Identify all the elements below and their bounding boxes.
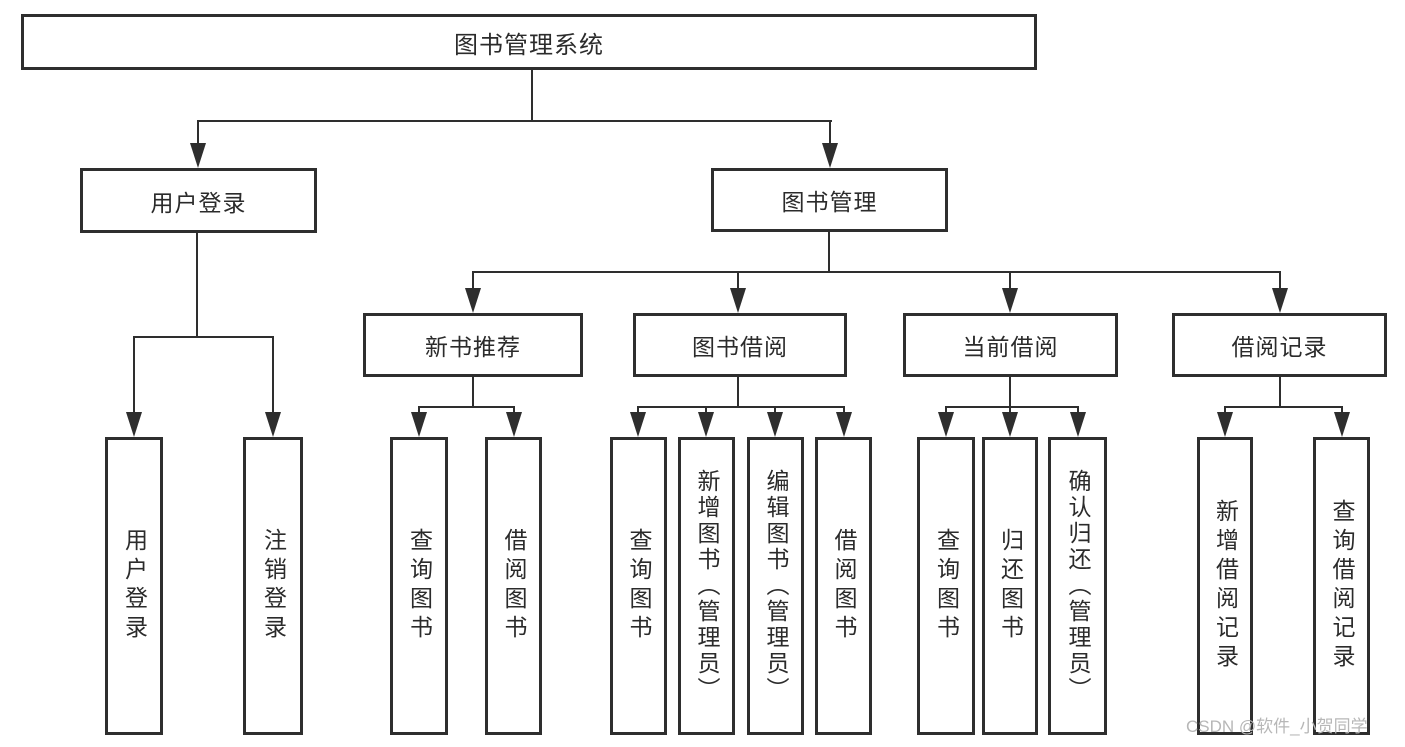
connector-line xyxy=(1224,406,1226,416)
csdn-watermark: CSDN @软件_小贺同学 xyxy=(1186,717,1368,736)
node-label: 借阅图书 xyxy=(501,528,527,644)
arrow-down-icon xyxy=(938,412,954,437)
node-label: 图书借阅 xyxy=(692,334,788,360)
node-label: 图书管理系统 xyxy=(454,31,604,59)
leaf-user-login: 用户登录 xyxy=(105,437,163,735)
arrow-down-icon xyxy=(411,412,427,437)
connector-line xyxy=(472,271,1281,273)
node-label: 借阅图书 xyxy=(831,528,857,644)
connector-line xyxy=(843,406,845,416)
node-current-borrowing: 当前借阅 xyxy=(903,313,1118,377)
connector-line xyxy=(774,406,776,416)
node-label: 查询图书 xyxy=(626,528,652,644)
connector-line xyxy=(513,406,515,416)
leaf-query-books-recommend: 查询图书 xyxy=(390,437,448,735)
leaf-borrow-books: 借阅图书 xyxy=(815,437,872,735)
connector-line xyxy=(531,70,533,122)
connector-line xyxy=(1009,406,1011,416)
arrow-down-icon xyxy=(126,412,142,437)
connector-line xyxy=(133,336,274,338)
connector-line xyxy=(418,406,515,408)
connector-line xyxy=(472,377,474,408)
arrow-down-icon xyxy=(836,412,852,437)
node-new-book-recommend: 新书推荐 xyxy=(363,313,583,377)
connector-line xyxy=(1279,377,1281,408)
node-label: 当前借阅 xyxy=(962,334,1059,360)
node-label: 查询图书 xyxy=(406,528,433,644)
connector-line xyxy=(196,233,198,338)
leaf-confirm-return-admin: 确认归还（管理员） xyxy=(1048,437,1107,735)
node-label: 用户登录 xyxy=(121,528,148,644)
node-label: 归还图书 xyxy=(997,528,1024,644)
arrow-down-icon xyxy=(1002,288,1018,313)
connector-line xyxy=(1224,406,1343,408)
connector-line xyxy=(272,336,274,416)
node-root-book-management-system: 图书管理系统 xyxy=(21,14,1037,70)
connector-line xyxy=(637,406,845,408)
node-label: 新增图书（管理员） xyxy=(694,469,720,703)
node-label: 查询图书 xyxy=(933,528,960,644)
arrow-down-icon xyxy=(822,143,838,168)
arrow-down-icon xyxy=(767,412,783,437)
arrow-down-icon xyxy=(190,143,206,168)
connector-line xyxy=(945,406,1079,408)
connector-line xyxy=(1009,271,1011,293)
node-label: 编辑图书（管理员） xyxy=(763,469,789,703)
node-label: 确认归还（管理员） xyxy=(1065,469,1091,703)
connector-line xyxy=(472,271,474,293)
connector-line xyxy=(1009,377,1011,408)
leaf-query-books-current: 查询图书 xyxy=(917,437,975,735)
node-borrowing-records: 借阅记录 xyxy=(1172,313,1387,377)
leaf-add-books-admin: 新增图书（管理员） xyxy=(678,437,735,735)
node-book-borrowing: 图书借阅 xyxy=(633,313,847,377)
leaf-add-borrow-record: 新增借阅记录 xyxy=(1197,437,1253,735)
leaf-borrow-books-recommend: 借阅图书 xyxy=(485,437,542,735)
leaf-return-books: 归还图书 xyxy=(982,437,1038,735)
arrow-down-icon xyxy=(1272,288,1288,313)
node-user-login: 用户登录 xyxy=(80,168,317,233)
leaf-logout: 注销登录 xyxy=(243,437,303,735)
connector-line xyxy=(737,377,739,408)
arrow-down-icon xyxy=(698,412,714,437)
connector-line xyxy=(637,406,639,416)
arrow-down-icon xyxy=(630,412,646,437)
leaf-edit-books-admin: 编辑图书（管理员） xyxy=(747,437,804,735)
arrow-down-icon xyxy=(465,288,481,313)
node-book-management: 图书管理 xyxy=(711,168,948,232)
arrow-down-icon xyxy=(506,412,522,437)
arrow-down-icon xyxy=(1070,412,1086,437)
arrow-down-icon xyxy=(1217,412,1233,437)
arrow-down-icon xyxy=(1334,412,1350,437)
node-label: 查询借阅记录 xyxy=(1329,499,1355,673)
connector-line xyxy=(1279,271,1281,293)
node-label: 借阅记录 xyxy=(1231,334,1328,360)
node-label: 新增借阅记录 xyxy=(1212,499,1239,673)
connector-line xyxy=(829,120,831,148)
connector-line xyxy=(737,271,739,293)
connector-line xyxy=(1077,406,1079,416)
connector-line xyxy=(133,336,135,416)
leaf-query-borrow-record: 查询借阅记录 xyxy=(1313,437,1370,735)
arrow-down-icon xyxy=(730,288,746,313)
arrow-down-icon xyxy=(265,412,281,437)
connector-line xyxy=(1341,406,1343,416)
connector-line xyxy=(197,120,832,122)
connector-line xyxy=(705,406,707,416)
node-label: 新书推荐 xyxy=(425,334,521,360)
connector-line xyxy=(945,406,947,416)
leaf-query-books-borrowing: 查询图书 xyxy=(610,437,667,735)
node-label: 注销登录 xyxy=(260,528,287,644)
arrow-down-icon xyxy=(1002,412,1018,437)
connector-line xyxy=(197,120,199,148)
connector-line xyxy=(828,232,830,273)
connector-line xyxy=(418,406,420,416)
node-label: 用户登录 xyxy=(150,189,247,216)
node-label: 图书管理 xyxy=(781,189,878,215)
